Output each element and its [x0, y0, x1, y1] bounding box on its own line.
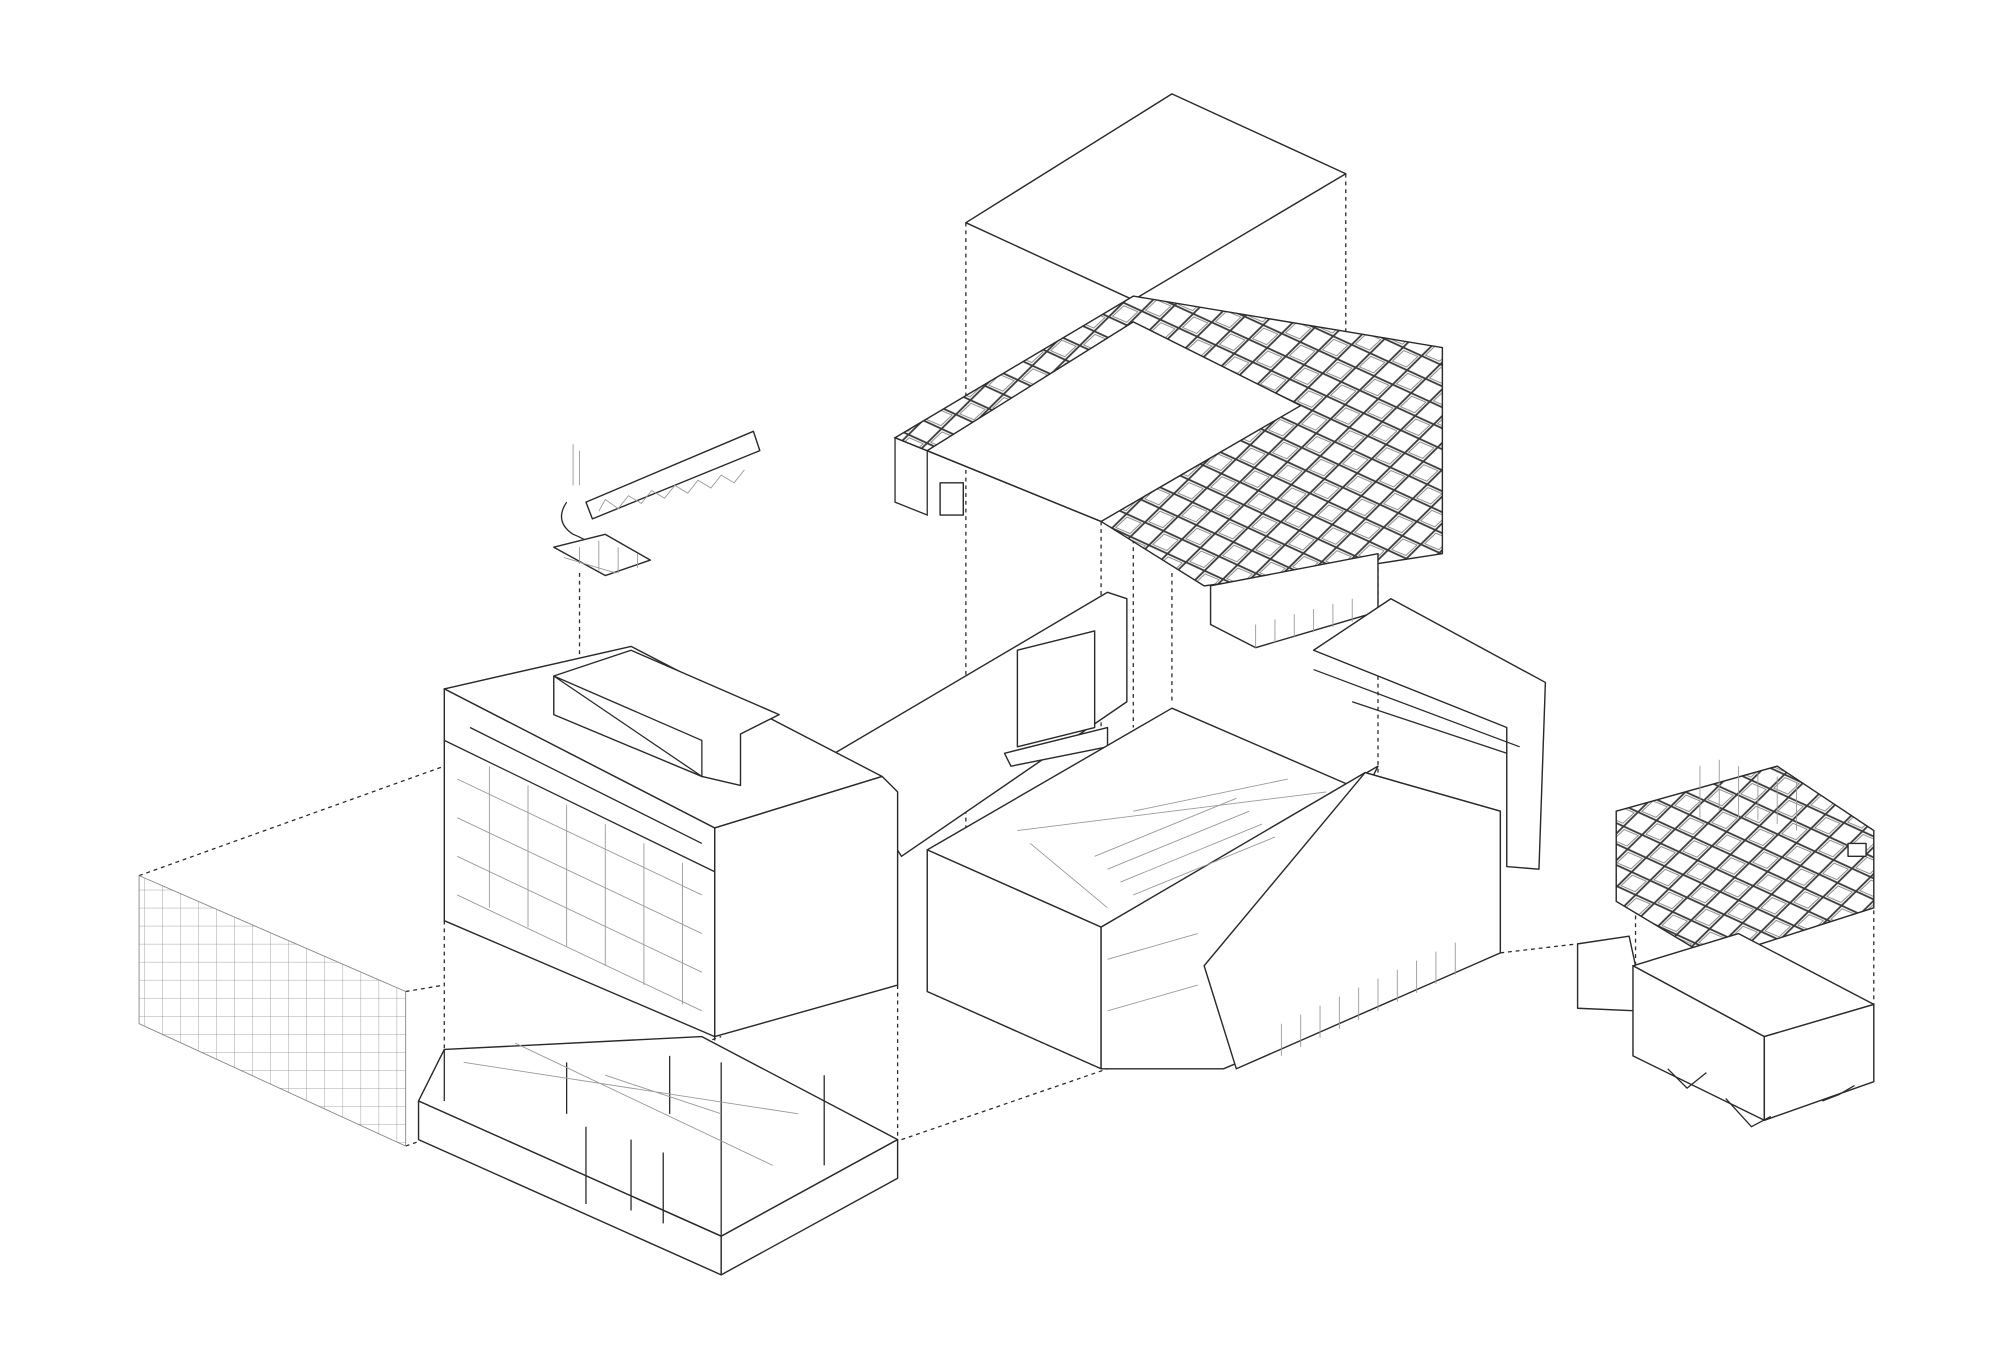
auditorium-block — [926, 707, 1502, 1070]
staircase-sculpture — [553, 430, 761, 577]
circulation-ramps — [833, 591, 1547, 870]
patterned-upper-volume — [893, 295, 1444, 649]
roof-plate — [965, 93, 1347, 301]
facade-screen — [138, 874, 407, 1147]
office-block — [443, 645, 899, 1038]
right-pod — [1576, 759, 1875, 1128]
office-ground-floor — [417, 1035, 899, 1276]
